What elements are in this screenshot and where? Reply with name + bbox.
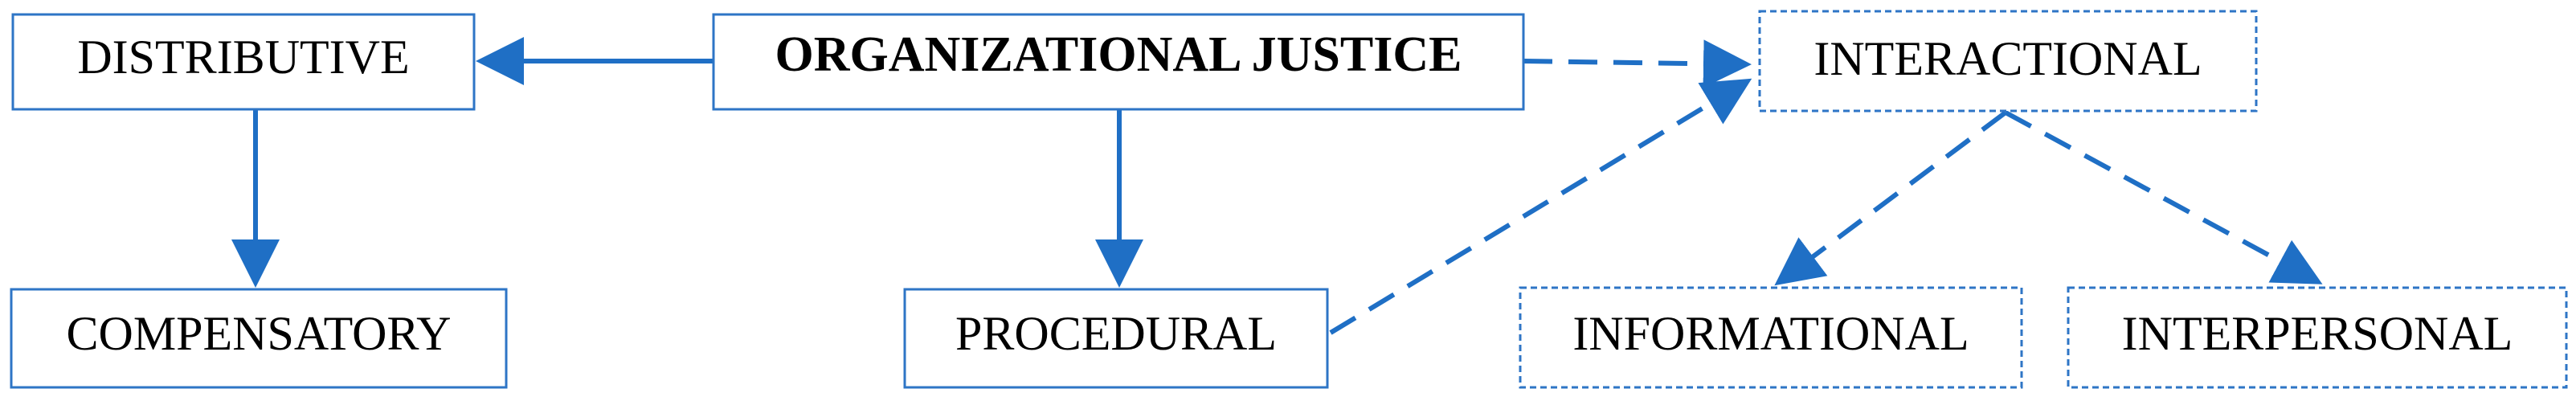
connector-interactional-to-informational bbox=[1774, 110, 2007, 286]
node-organizational-justice: ORGANIZATIONAL JUSTICE bbox=[712, 13, 1525, 111]
connector-oj-to-interactional bbox=[1523, 39, 1752, 88]
node-organizational-justice-label: ORGANIZATIONAL JUSTICE bbox=[775, 27, 1462, 82]
connector-procedural-to-interactional bbox=[1329, 78, 1752, 335]
node-interactional: INTERACTIONAL bbox=[1758, 10, 2258, 113]
node-procedural-label: PROCEDURAL bbox=[955, 307, 1277, 360]
node-compensatory-label: COMPENSATORY bbox=[66, 307, 451, 360]
node-interpersonal: INTERPERSONAL bbox=[2067, 286, 2568, 389]
connectors bbox=[231, 37, 2323, 335]
node-compensatory: COMPENSATORY bbox=[10, 288, 508, 389]
node-interpersonal-label: INTERPERSONAL bbox=[2122, 307, 2513, 360]
node-distributive: DISTRIBUTIVE bbox=[11, 13, 476, 111]
node-procedural: PROCEDURAL bbox=[903, 288, 1329, 389]
node-informational-label: INFORMATIONAL bbox=[1572, 307, 1969, 360]
connector-interactional-to-interpersonal bbox=[2004, 110, 2323, 284]
node-interactional-label: INTERACTIONAL bbox=[1813, 32, 2202, 85]
node-informational: INFORMATIONAL bbox=[1519, 286, 2023, 389]
node-distributive-label: DISTRIBUTIVE bbox=[77, 31, 409, 84]
